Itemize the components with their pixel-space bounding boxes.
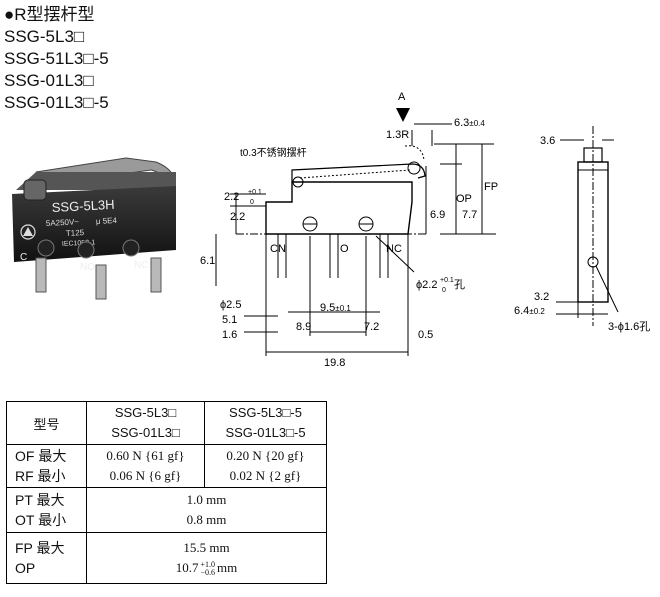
dimension-drawing: A 6.3±0.4 1.3R t0.3不锈钢摆杆 2.2 +0.1 0 2.2 … [200, 91, 650, 369]
hole-note-tol-dn: 0 [442, 287, 446, 294]
terminal-nc-label: NC [134, 260, 148, 271]
dim-1-3r: 1.3R [386, 129, 409, 141]
dim-2-2-top-tol-up: +0.1 [248, 189, 262, 196]
arrow-a-label: A [398, 91, 406, 103]
side-hole-note: 3-ϕ1.6孔 [608, 320, 650, 333]
terminal-c-label: C [20, 252, 27, 263]
dim-8-9: 8.9 [296, 321, 311, 333]
hole-note: ϕ2.2 [416, 279, 437, 291]
model-2: SSG-01L3□ [4, 71, 94, 90]
label-nc: NC [386, 243, 402, 255]
label-cn: CN [270, 243, 286, 255]
label-o: O [340, 243, 349, 255]
of-rf-col-2: 0.20 N {20 gf}0.02 N {2 gf} [204, 444, 327, 488]
model-header: 型号 [6, 401, 87, 445]
dim-2-2: 2.2 [230, 211, 245, 223]
dim-6-1: 6.1 [200, 255, 215, 267]
dim-5-1: 5.1 [222, 314, 237, 326]
dim-9-5: 9.5±0.1 [320, 302, 351, 314]
dim-6-3: 6.3±0.4 [454, 117, 485, 129]
side-3-6: 3.6 [540, 135, 555, 147]
dim-1-6: 1.6 [222, 329, 237, 341]
dim-19-8: 19.8 [324, 357, 345, 369]
hole-note-tol-up: +0.1 [440, 277, 454, 284]
brand-logo-icon [20, 224, 36, 240]
dim-6-9: 6.9 [430, 209, 445, 221]
model-3: SSG-01L3□-5 [4, 93, 109, 112]
section-title: ●R型摆杆型 [4, 5, 95, 24]
terminal-no-label: NO [80, 262, 95, 273]
dim-7-2: 7.2 [364, 321, 379, 333]
dim-phi-2-5: ϕ2.5 [220, 299, 241, 311]
lever-note: t0.3不锈钢摆杆 [240, 146, 307, 159]
label-op: OP [456, 193, 472, 205]
side-3-2: 3.2 [534, 291, 549, 303]
body-rating-1: 5A250V~ [46, 217, 80, 228]
body-model-text: SSG-5L3H [51, 197, 115, 215]
model-0: SSG-5L3□ [4, 27, 85, 46]
side-6-4: 6.4±0.2 [514, 305, 545, 317]
dim-2-2-top-tol-dn: 0 [250, 199, 254, 206]
body-rating-3: T125 [66, 228, 85, 238]
model-col-1: SSG-5L3□SSG-01L3□ [86, 401, 205, 445]
model-1: SSG-51L3□-5 [4, 49, 109, 68]
dim-0-5: 0.5 [418, 329, 433, 341]
switch-photo: SSG-5L3H 5A250V~ μ 5E4 T125 IEC1058-1 C … [12, 157, 176, 300]
of-rf-col-1: 0.60 N {61 gf}0.06 N {6 gf} [86, 444, 205, 488]
header: ●R型摆杆型 SSG-5L3□ SSG-51L3□-5 SSG-01L3□ SS… [4, 4, 109, 114]
label-fp: FP [484, 181, 498, 193]
hole-note-suffix: 孔 [454, 278, 465, 291]
body-rating-4: IEC1058-1 [62, 239, 96, 248]
dim-7-7: 7.7 [462, 209, 477, 221]
body-rating-2: μ 5E4 [96, 216, 118, 226]
dim-2-2-top: 2.2 [224, 191, 239, 203]
